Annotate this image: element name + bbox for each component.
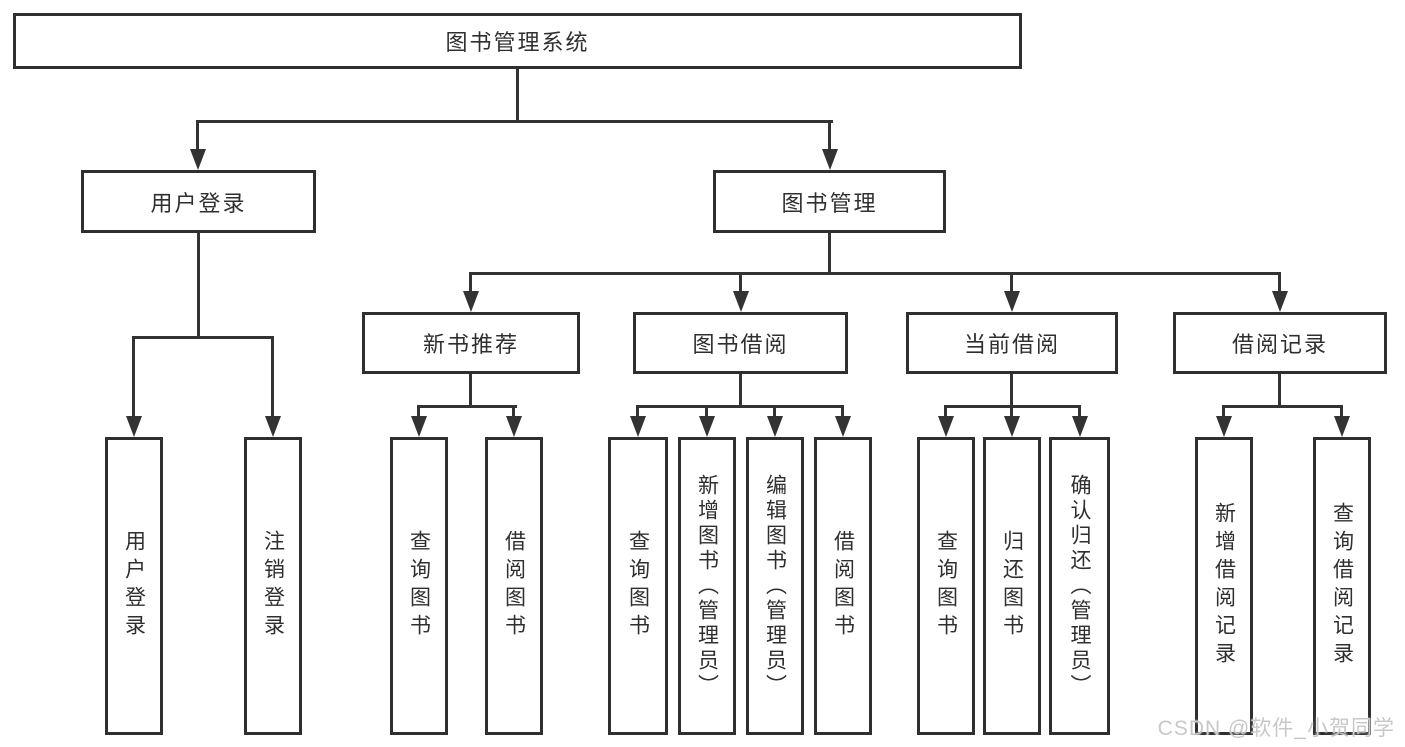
connector-arrow: [834, 405, 851, 437]
leaf-nb-query-books: 查询图书: [390, 437, 448, 735]
node-book-management: 图书管理: [713, 170, 946, 233]
node-user-login: 用户登录: [81, 170, 316, 233]
connector-line: [1010, 374, 1013, 408]
node-library-system: 图书管理系统: [13, 13, 1022, 69]
leaf-label: 查询图书: [407, 530, 431, 642]
leaf-nb-borrow-books: 借阅图书: [485, 437, 543, 735]
connector-arrow: [505, 405, 522, 437]
connector-arrow: [264, 336, 281, 437]
leaf-cb-return-books: 归还图书: [983, 437, 1041, 735]
connector-arrow: [937, 405, 954, 437]
connector-line: [469, 272, 1281, 275]
node-current-borrowing: 当前借阅: [906, 312, 1118, 374]
connector-line: [197, 233, 200, 339]
node-new-book-recommendation: 新书推荐: [362, 312, 580, 374]
leaf-label: 编辑图书（管理员）: [763, 473, 787, 699]
leaf-label: 新增借阅记录: [1212, 502, 1236, 670]
connector-arrow: [1003, 272, 1020, 312]
connector-line: [636, 405, 844, 408]
connector-line: [196, 120, 833, 123]
leaf-cb-confirm-return-admin: 确认归还（管理员）: [1049, 437, 1110, 735]
leaf-label: 注销登录: [261, 530, 285, 642]
node-borrowing-records: 借阅记录: [1173, 312, 1387, 374]
connector-line: [516, 69, 519, 123]
connector-arrow: [1071, 405, 1088, 437]
connector-arrow: [629, 405, 646, 437]
leaf-label: 借阅图书: [502, 530, 526, 642]
leaf-br-query-record: 查询借阅记录: [1313, 437, 1371, 735]
connector-arrow: [766, 405, 783, 437]
connector-arrow: [189, 120, 206, 170]
connector-arrow: [732, 272, 749, 312]
leaf-label: 查询图书: [626, 530, 650, 642]
connector-arrow: [410, 405, 427, 437]
connector-line: [1222, 405, 1343, 408]
connector-arrow: [698, 405, 715, 437]
connector-line: [469, 374, 472, 408]
leaf-label: 归还图书: [1000, 530, 1024, 642]
leaf-label: 确认归还（管理员）: [1068, 473, 1091, 699]
leaf-label: 借阅图书: [831, 530, 855, 642]
watermark: CSDN @软件_小贺同学: [1157, 717, 1395, 740]
leaf-label: 查询借阅记录: [1330, 502, 1354, 670]
leaf-logout: 注销登录: [244, 437, 302, 735]
leaf-cb-query-books: 查询图书: [917, 437, 975, 735]
connector-line: [828, 233, 831, 275]
connector-line: [739, 374, 742, 408]
connector-arrow: [1271, 272, 1288, 312]
leaf-bb-add-books-admin: 新增图书（管理员）: [678, 437, 736, 735]
leaf-bb-query-books: 查询图书: [608, 437, 668, 735]
leaf-label: 用户登录: [122, 530, 146, 642]
connector-arrow: [821, 120, 838, 170]
leaf-bb-edit-books-admin: 编辑图书（管理员）: [746, 437, 804, 735]
connector-arrow: [125, 336, 142, 437]
node-book-borrowing: 图书借阅: [633, 312, 848, 374]
connector-arrow: [1003, 405, 1020, 437]
leaf-label: 新增图书（管理员）: [695, 473, 719, 699]
leaf-user-login: 用户登录: [105, 437, 163, 735]
connector-arrow: [1333, 405, 1350, 437]
connector-line: [1278, 374, 1281, 408]
leaf-br-add-record: 新增借阅记录: [1195, 437, 1253, 735]
connector-arrow: [462, 272, 479, 312]
leaf-label: 查询图书: [934, 530, 958, 642]
leaf-bb-borrow-books: 借阅图书: [814, 437, 872, 735]
connector-arrow: [1215, 405, 1232, 437]
connector-line: [132, 336, 274, 339]
connector-line: [417, 405, 517, 408]
